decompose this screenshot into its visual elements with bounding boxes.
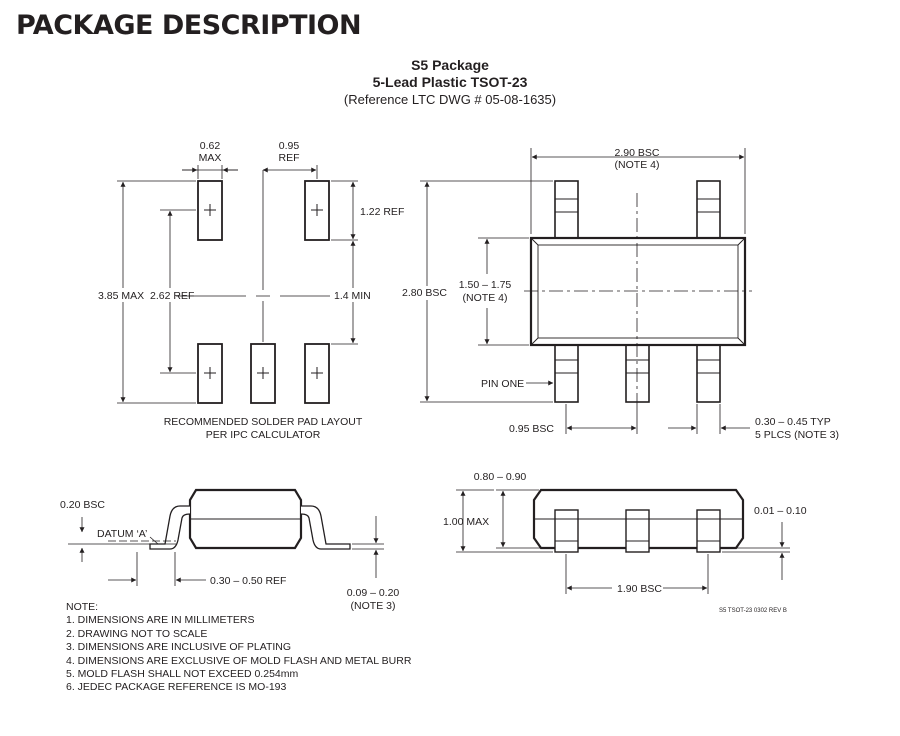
dim-body-thickness: 0.80 – 0.90 (474, 471, 527, 483)
dim-top-height: 2.80 BSC (402, 287, 447, 299)
pad-bottom-center (250, 343, 276, 404)
dim-pad-pitch: 0.95 (279, 140, 300, 152)
dim-top-span: 2.90 BSC (615, 147, 660, 159)
notes-title: NOTE: (66, 601, 99, 613)
dim-body-width: 1.50 – 1.75 (459, 279, 512, 291)
dim-pad-center: 2.62 REF (150, 290, 194, 302)
package-titles: S5 Package 5-Lead Plastic TSOT-23 (Refer… (0, 57, 900, 108)
page-heading: PACKAGE DESCRIPTION (16, 10, 362, 41)
dim-end-span: 1.90 BSC (617, 583, 662, 595)
dim-standoff: 0.01 – 0.10 (754, 505, 807, 517)
package-body-top (529, 236, 747, 347)
pin-one-label: PIN ONE (481, 378, 524, 390)
dim-lead-thickness: 0.09 – 0.20 (347, 587, 400, 599)
top-view (420, 148, 752, 434)
pad-top-left (197, 180, 223, 241)
dim-lead-width: 0.30 – 0.45 TYP (755, 416, 831, 428)
note-item: 1. DIMENSIONS ARE IN MILLIMETERS (66, 614, 255, 627)
note-item: 2. DRAWING NOT TO SCALE (66, 627, 208, 640)
pad-top-right (304, 180, 330, 241)
dim-pad-height: 1.22 REF (360, 206, 404, 218)
dim-pad-width: 0.62 (200, 140, 221, 152)
note-item: 3. DIMENSIONS ARE INCLUSIVE OF PLATING (66, 641, 292, 654)
dim-top-span-note: (NOTE 4) (615, 159, 660, 171)
dim-pad-width-qualifier: MAX (199, 152, 222, 164)
note-item: 5. MOLD FLASH SHALL NOT EXCEED 0.254mm (66, 668, 299, 681)
datum-a-label: DATUM ‘A’ (97, 528, 147, 540)
dim-pad-pitch-qualifier: REF (279, 152, 300, 164)
dim-top-pitch: 0.95 BSC (509, 423, 554, 435)
notes-block: NOTE: 1. DIMENSIONS ARE IN MILLIMETERS 2… (66, 601, 411, 695)
dim-pad-gap: 1.4 MIN (334, 290, 371, 302)
drawing-id: S5 TSOT-23 0302 REV B (719, 608, 787, 614)
dim-foot-length: 0.30 – 0.50 REF (210, 575, 286, 587)
package-name: S5 Package (411, 57, 489, 73)
end-view (456, 488, 790, 594)
solder-pad-layout (117, 165, 358, 404)
note-item: 6. JEDEC PACKAGE REFERENCE IS MO-193 (66, 681, 287, 694)
note-item: 4. DIMENSIONS ARE EXCLUSIVE OF MOLD FLAS… (66, 654, 412, 667)
dim-max-height: 1.00 MAX (443, 516, 489, 528)
pad-layout-caption-2: PER IPC CALCULATOR (206, 429, 321, 441)
lead-top-left (554, 180, 579, 239)
pad-layout-caption-1: RECOMMENDED SOLDER PAD LAYOUT (164, 416, 363, 428)
package-subtitle: 5-Lead Plastic TSOT-23 (372, 74, 528, 90)
pad-bottom-right (304, 343, 330, 404)
dim-lead-thickness-note: (NOTE 3) (351, 600, 396, 612)
dim-lead-width-note: 5 PLCS (NOTE 3) (755, 429, 839, 441)
package-reference: (Reference LTC DWG # 05-08-1635) (343, 92, 557, 107)
lead-top-right (696, 180, 721, 239)
pad-bottom-left (197, 343, 223, 404)
dim-side-bsc: 0.20 BSC (60, 499, 105, 511)
dim-overall-length: 3.85 MAX (98, 290, 144, 302)
side-view (68, 488, 384, 586)
dim-body-width-note: (NOTE 4) (463, 292, 508, 304)
